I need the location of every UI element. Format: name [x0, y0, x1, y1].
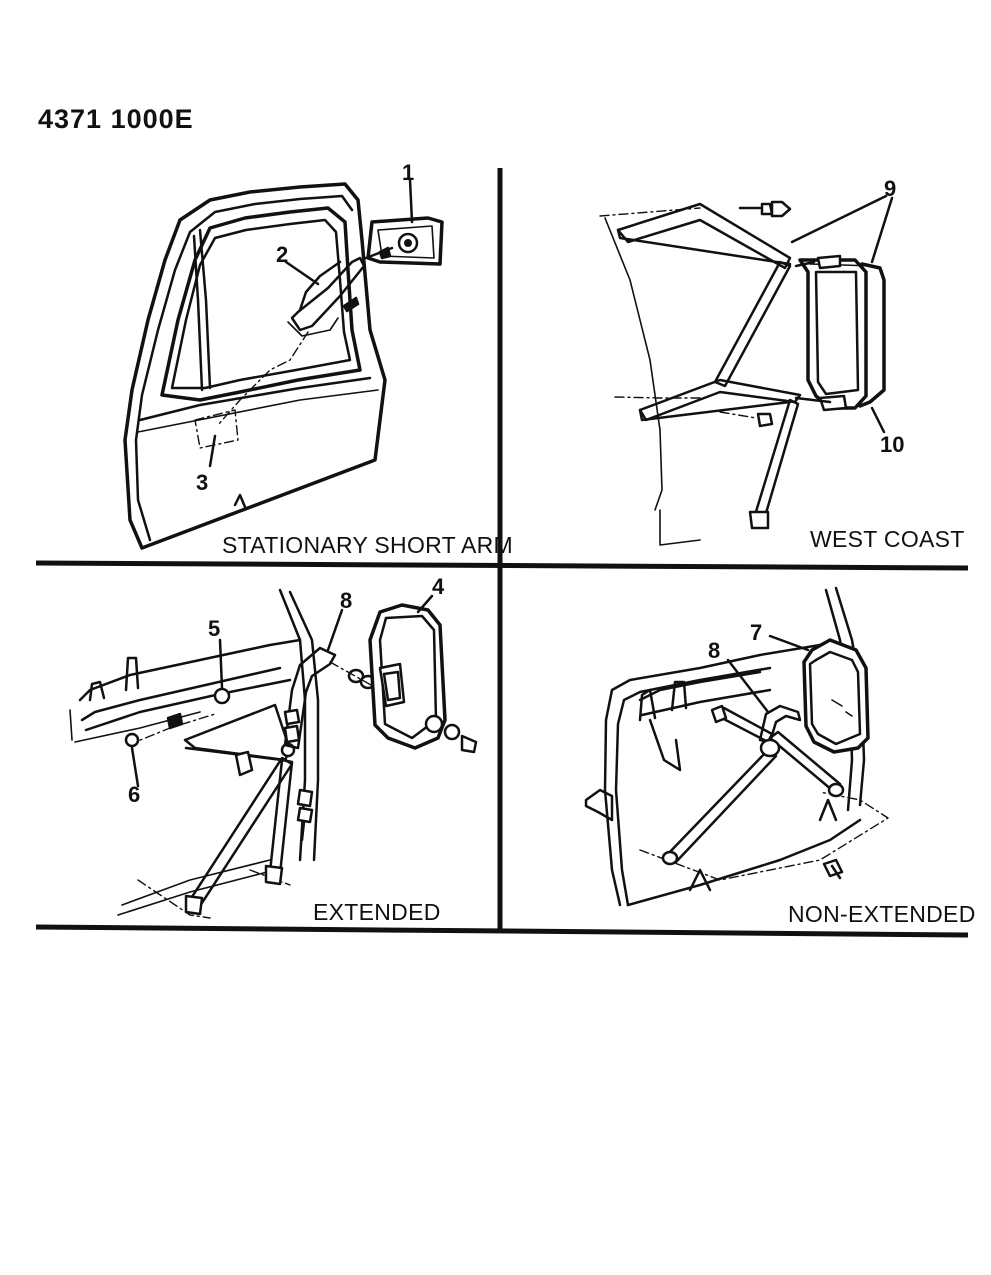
- non-extended-mirror-illustration: [584, 586, 889, 907]
- callout-1: 1: [402, 160, 414, 185]
- caption-extended: EXTENDED: [313, 899, 441, 925]
- callout-7: 7: [750, 620, 762, 645]
- panel-non-extended: 7 8 NON-EXTENDED: [584, 586, 976, 927]
- caption-non-extended: NON-EXTENDED: [788, 901, 976, 927]
- panel-extended: 4 5 6 8 EXTENDED: [69, 574, 478, 925]
- callout-5: 5: [208, 616, 220, 641]
- callout-3: 3: [196, 470, 208, 495]
- callout-6: 6: [128, 782, 140, 807]
- callout-2: 2: [276, 242, 288, 267]
- extended-mirror-illustration: [69, 588, 478, 919]
- door-illustration: [123, 182, 444, 550]
- callout-8-non-extended: 8: [708, 638, 720, 663]
- callout-10: 10: [880, 432, 904, 457]
- panel-stationary-short-arm: 1 2 3 STATIONARY SHORT ARM: [123, 160, 513, 558]
- callout-8-extended: 8: [340, 588, 352, 613]
- west-coast-mirror-illustration: [599, 200, 886, 546]
- panel-west-coast: 9 10 WEST COAST: [599, 176, 965, 552]
- caption-west-coast: WEST COAST: [810, 526, 965, 552]
- caption-stationary-short-arm: STATIONARY SHORT ARM: [222, 532, 513, 558]
- callout-9: 9: [884, 176, 896, 201]
- panel-dividers: [35, 168, 969, 938]
- callout-4: 4: [432, 574, 445, 599]
- document-id: 4371 1000E: [38, 104, 194, 134]
